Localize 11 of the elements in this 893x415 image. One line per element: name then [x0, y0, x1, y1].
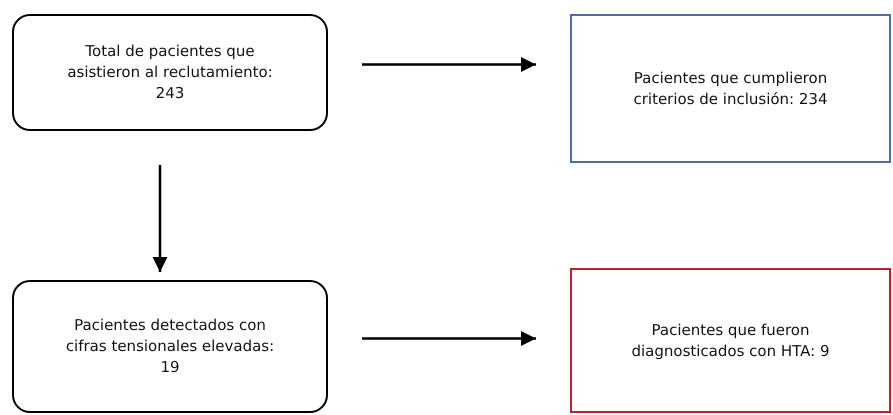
- box-text: Total de pacientes que asistieron al reclutamiento: 243: [66, 41, 274, 104]
- box-text: Pacientes que cumplieron criterios de inclusión: 234: [632, 68, 829, 110]
- arrow: [152, 165, 168, 272]
- arrow: [362, 331, 536, 346]
- process-box: [570, 14, 891, 163]
- box-text: Pacientes detectados con cifras tensionales elevadas: 19: [64, 315, 276, 378]
- box-text: Pacientes que fueron diagnosticados con HTA: 9: [630, 320, 830, 362]
- rounded-process-box: [12, 14, 328, 131]
- process-box: [570, 268, 891, 413]
- rounded-process-box: [12, 280, 328, 413]
- arrow: [362, 57, 536, 72]
